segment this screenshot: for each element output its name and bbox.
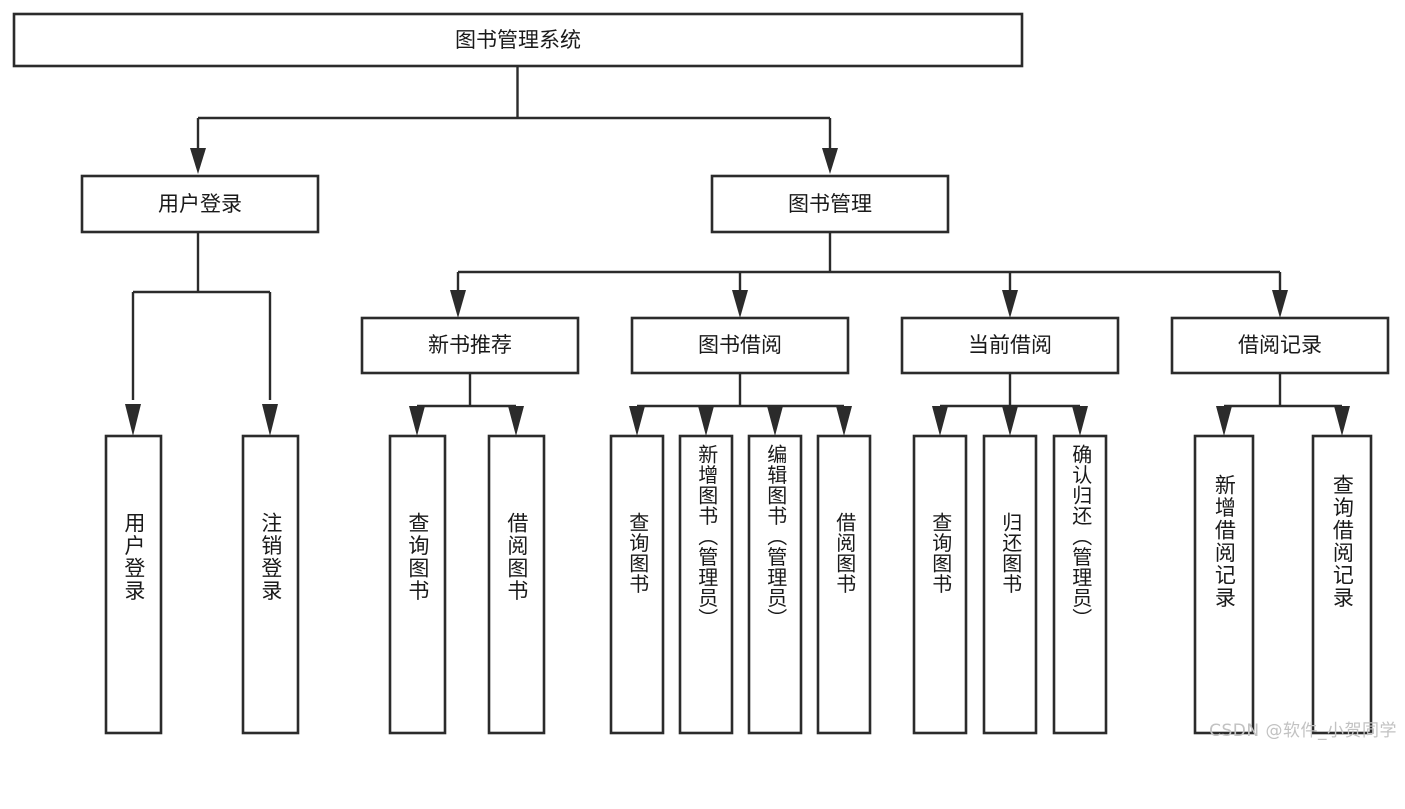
arrow-to-borrow-record xyxy=(1272,290,1288,318)
leaf-box-new-book-1[interactable] xyxy=(388,434,447,735)
leaf-box-user-login-2[interactable] xyxy=(241,434,300,735)
leaf-box-book-borrow-2[interactable] xyxy=(678,434,734,735)
node-user-login-label: 用户登录 xyxy=(158,192,242,216)
node-current-borrow-label: 当前借阅 xyxy=(968,333,1052,357)
tree-diagram-svg: 图书管理系统 用户登录 图书管理 新书推荐 图书借阅 当前借阅 借阅记录 xyxy=(12,12,1390,735)
arrow-user-login-leaf-1 xyxy=(125,404,141,436)
arrow-to-user-login xyxy=(190,148,206,174)
node-new-book-label: 新书推荐 xyxy=(428,333,512,357)
node-user-login-box[interactable] xyxy=(80,174,320,234)
arrow-current-borrow-leaf-3 xyxy=(1072,406,1088,436)
node-book-borrow-box[interactable] xyxy=(630,316,850,375)
arrow-book-borrow-leaf-4 xyxy=(836,406,852,436)
node-root-box[interactable] xyxy=(12,12,1024,68)
arrow-current-borrow-leaf-2 xyxy=(1002,406,1018,436)
node-new-book-box[interactable] xyxy=(360,316,580,375)
leaf-box-current-borrow-3[interactable] xyxy=(1052,434,1108,735)
leaf-box-borrow-record-1[interactable] xyxy=(1193,434,1255,735)
edges-layer xyxy=(125,66,1350,436)
arrow-book-borrow-leaf-3 xyxy=(767,406,783,436)
arrow-to-book-borrow xyxy=(732,290,748,318)
nodes-layer: 图书管理系统 用户登录 图书管理 新书推荐 图书借阅 当前借阅 借阅记录 xyxy=(12,12,1390,735)
node-borrow-record-label: 借阅记录 xyxy=(1238,333,1322,357)
node-book-manage-label: 图书管理 xyxy=(788,192,872,216)
arrow-new-book-leaf-1 xyxy=(409,406,425,436)
arrow-borrow-record-leaf-1 xyxy=(1216,406,1232,436)
arrow-to-new-book xyxy=(450,290,466,318)
leaf-box-book-borrow-4[interactable] xyxy=(816,434,872,735)
leaf-box-book-borrow-1[interactable] xyxy=(609,434,665,735)
node-book-borrow-label: 图书借阅 xyxy=(698,333,782,357)
leaf-box-new-book-2[interactable] xyxy=(487,434,546,735)
arrow-book-borrow-leaf-1 xyxy=(629,406,645,436)
node-borrow-record-box[interactable] xyxy=(1170,316,1390,375)
diagram-canvas: 图书管理系统 用户登录 图书管理 新书推荐 图书借阅 当前借阅 借阅记录 xyxy=(12,12,1397,741)
arrow-new-book-leaf-2 xyxy=(508,406,524,436)
leaf-box-user-login-1[interactable] xyxy=(104,434,163,735)
leaf-box-current-borrow-2[interactable] xyxy=(982,434,1038,735)
arrow-user-login-leaf-2 xyxy=(262,404,278,436)
leaf-box-current-borrow-1[interactable] xyxy=(912,434,968,735)
arrow-current-borrow-leaf-1 xyxy=(932,406,948,436)
arrow-borrow-record-leaf-2 xyxy=(1334,406,1350,436)
arrow-book-borrow-leaf-2 xyxy=(698,406,714,436)
node-current-borrow-box[interactable] xyxy=(900,316,1120,375)
node-book-manage-box[interactable] xyxy=(710,174,950,234)
leaf-box-book-borrow-3[interactable] xyxy=(747,434,803,735)
leaf-box-borrow-record-2[interactable] xyxy=(1311,434,1373,735)
arrow-to-current-borrow xyxy=(1002,290,1018,318)
node-root-label: 图书管理系统 xyxy=(455,28,581,52)
arrow-to-book-manage xyxy=(822,148,838,174)
